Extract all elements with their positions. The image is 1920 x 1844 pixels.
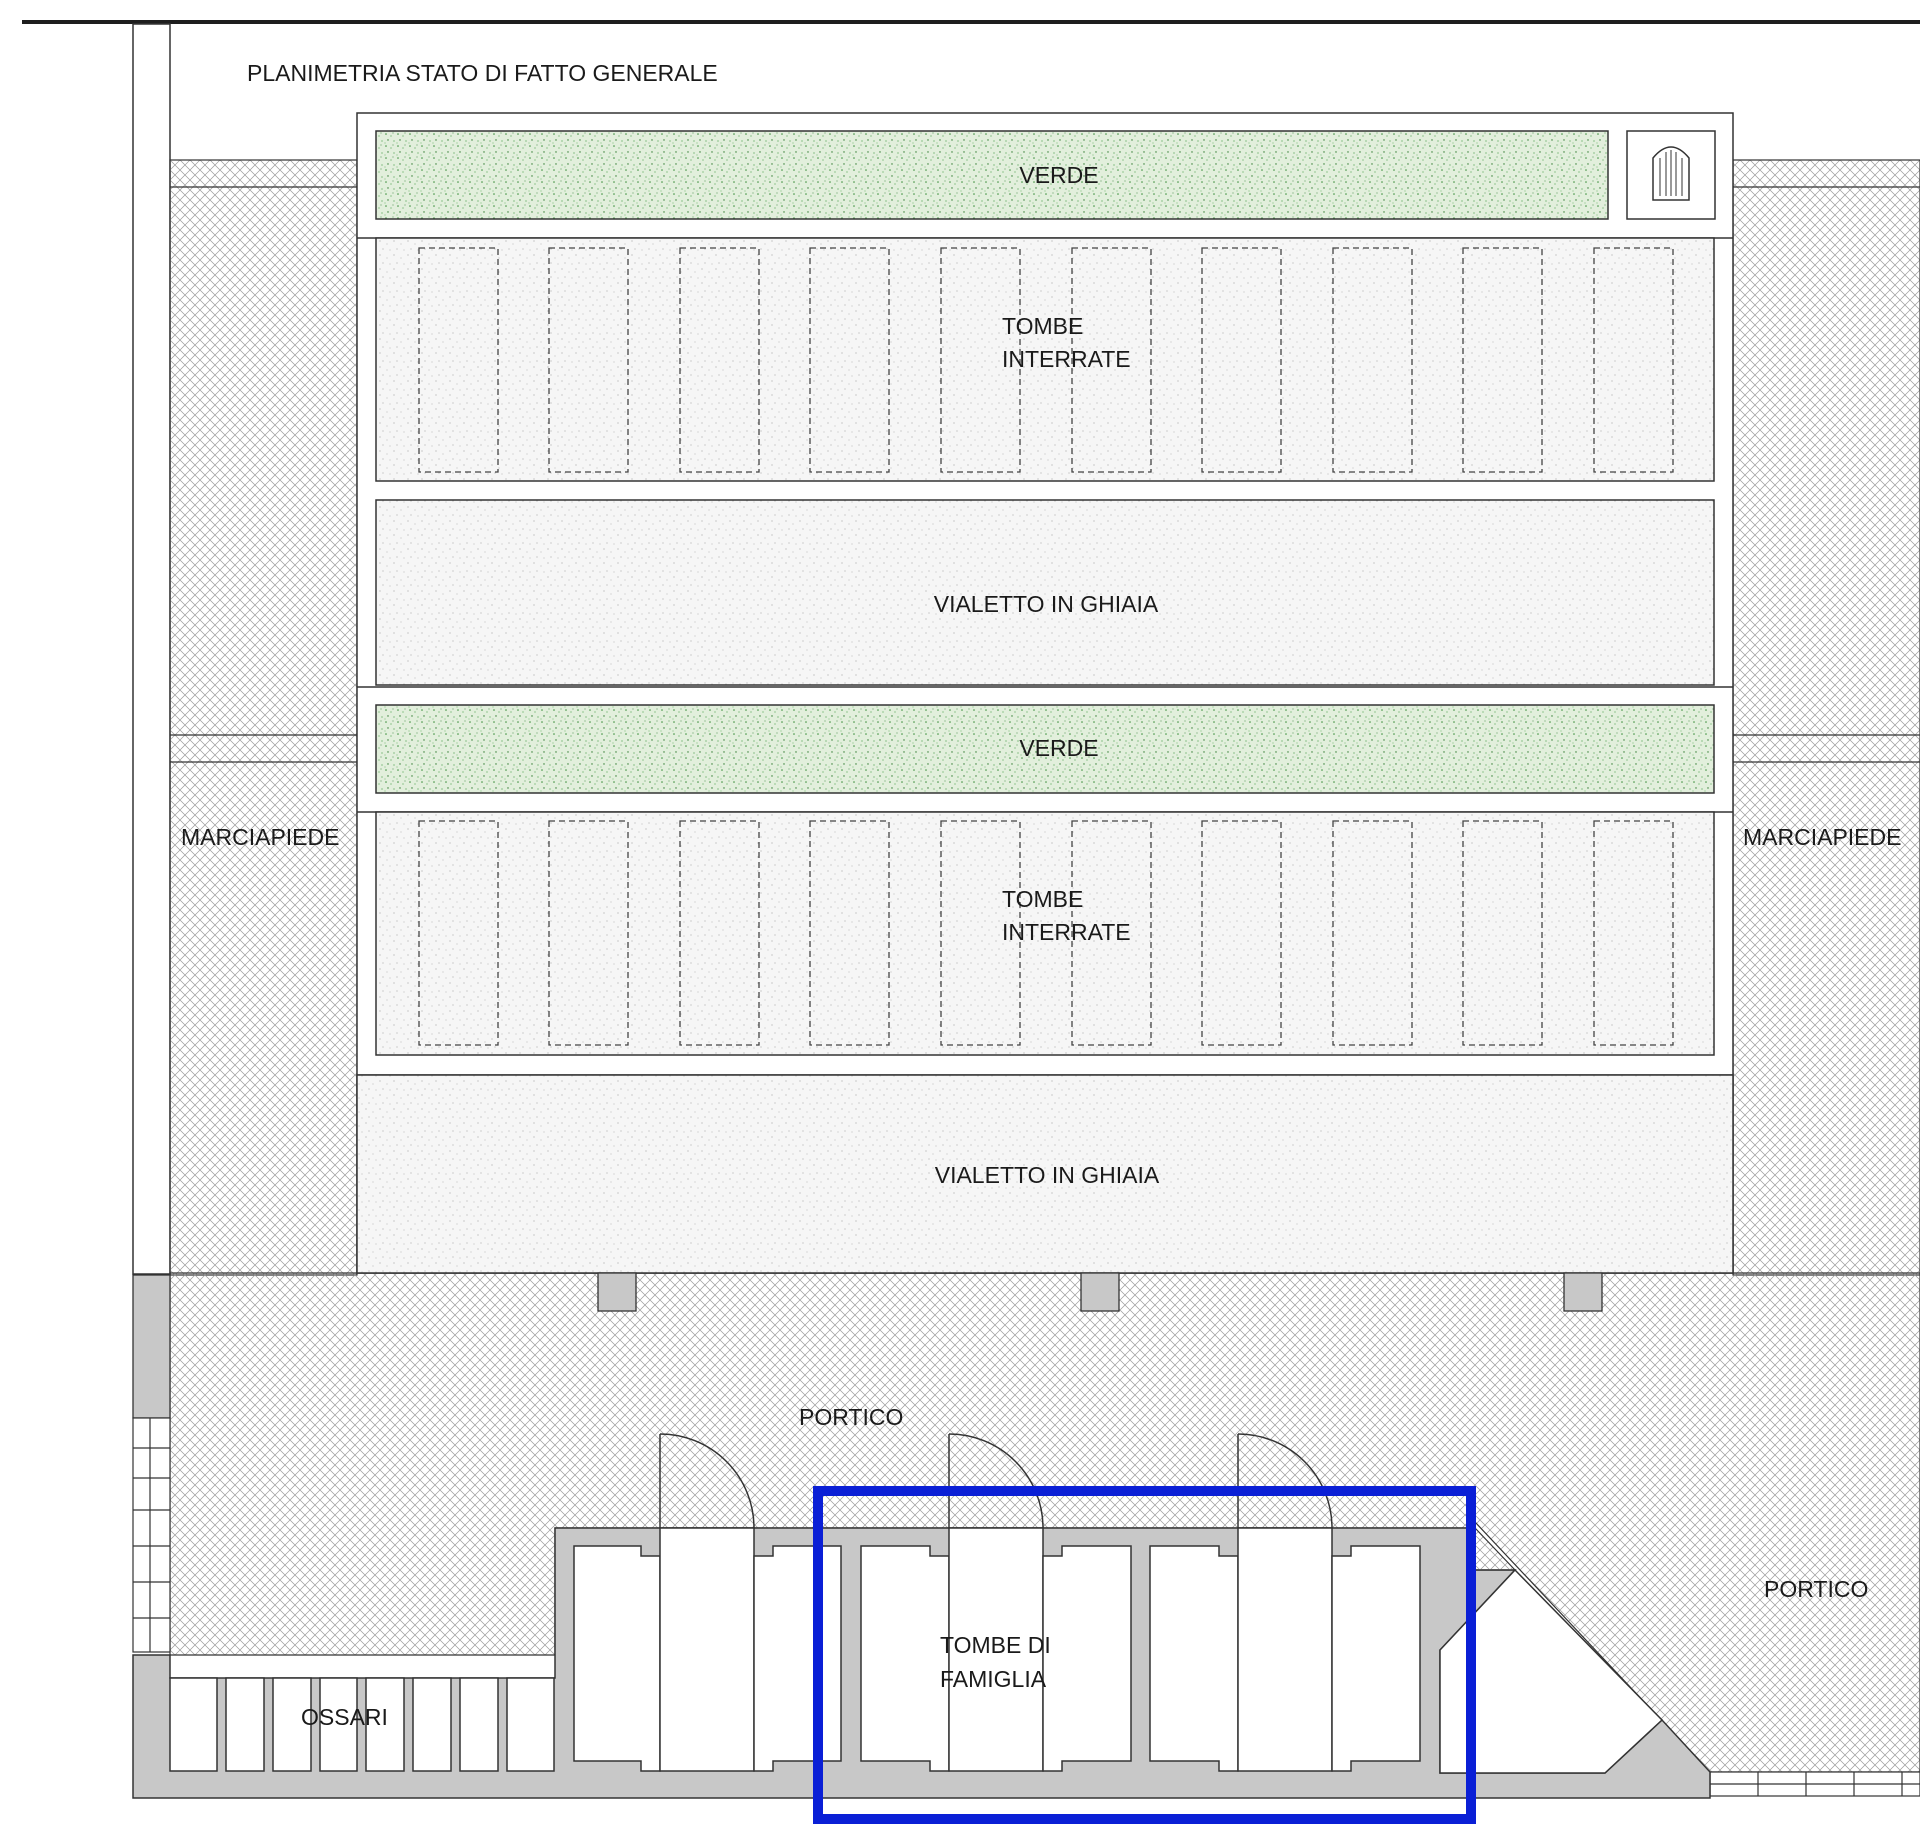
label-vialetto-bottom: VIALETTO IN GHIAIA <box>935 1162 1160 1188</box>
grave-plots-top <box>418 247 1674 473</box>
marciapiede-left-area <box>169 159 358 1276</box>
ossario-niche <box>169 1677 218 1772</box>
tomb-corridor <box>659 1527 755 1772</box>
ossario-niche <box>459 1677 499 1772</box>
pillar <box>597 1272 637 1312</box>
label-marciapiede-left: MARCIAPIEDE <box>181 824 339 850</box>
pillar <box>1080 1272 1120 1312</box>
grave-plot <box>1201 820 1282 1046</box>
grave-plots-bottom <box>418 820 1674 1046</box>
grave-plot <box>1332 820 1413 1046</box>
ossari-niches <box>169 1677 555 1772</box>
grave-plot <box>809 247 890 473</box>
tomb-cell <box>573 1545 661 1772</box>
ossario-niche <box>506 1677 555 1772</box>
verde-area-top <box>375 130 1609 220</box>
grave-plot <box>1462 820 1543 1046</box>
grave-plot <box>418 820 499 1046</box>
vialetto-area-bottom <box>356 1074 1734 1274</box>
ossario-niche <box>225 1677 265 1772</box>
family-tomb-cells <box>573 1527 1421 1772</box>
tomb-corridor <box>1237 1527 1333 1772</box>
grave-plot <box>548 247 629 473</box>
label-ossari: OSSARI <box>301 1704 388 1730</box>
label-verde-top: VERDE <box>1019 162 1098 188</box>
tombe-interrate-area-top <box>375 237 1715 482</box>
label-famiglia-2: FAMIGLIA <box>940 1666 1047 1692</box>
ossario-niche <box>365 1677 405 1772</box>
corner-entrance <box>1439 1568 1664 1774</box>
label-marciapiede-right: MARCIAPIEDE <box>1743 824 1901 850</box>
label-famiglia-1: TOMBE DI <box>940 1632 1051 1658</box>
grave-plot <box>1201 247 1282 473</box>
chapel-icon <box>1626 130 1716 220</box>
ossario-niche <box>412 1677 452 1772</box>
label-tombe-top-2: INTERRATE <box>1002 346 1131 372</box>
grave-plot <box>679 820 760 1046</box>
tomb-cell <box>753 1545 842 1772</box>
tombe-interrate-area-bottom <box>375 811 1715 1056</box>
label-tombe-bottom-2: INTERRATE <box>1002 919 1131 945</box>
gate-grille-left <box>132 1417 171 1653</box>
tomb-corridor <box>948 1527 1044 1772</box>
verde-area-middle <box>375 704 1715 794</box>
label-verde-middle: VERDE <box>1019 735 1098 761</box>
vialetto-area-top <box>375 499 1715 686</box>
highlight-rectangle <box>813 1486 1476 1824</box>
marciapiede-right-area <box>1732 159 1920 1276</box>
grave-plot <box>1071 820 1152 1046</box>
grave-plot <box>940 820 1021 1046</box>
label-tombe-top-1: TOMBE <box>1002 313 1083 339</box>
grave-plot <box>1593 820 1674 1046</box>
gate-grille-right <box>1709 1771 1920 1797</box>
label-tombe-bottom-1: TOMBE <box>1002 886 1083 912</box>
tomb-cell <box>860 1545 950 1772</box>
grave-plot <box>1462 247 1543 473</box>
tomb-cell <box>1042 1545 1132 1772</box>
grave-plot <box>1593 247 1674 473</box>
boundary-wall-segment <box>132 1274 171 1419</box>
grave-plot <box>1332 247 1413 473</box>
ossario-niche <box>319 1677 358 1772</box>
drawing-title: PLANIMETRIA STATO DI FATTO GENERALE <box>247 60 718 86</box>
label-vialetto-top: VIALETTO IN GHIAIA <box>934 591 1159 617</box>
grave-plot <box>418 247 499 473</box>
pillar <box>1563 1272 1603 1312</box>
tomb-cell <box>1331 1545 1421 1772</box>
label-portico-left: PORTICO <box>799 1404 903 1430</box>
frame-top-line <box>22 20 1920 24</box>
door-swings <box>659 1433 1333 1529</box>
grave-plot <box>809 820 890 1046</box>
boundary-wall-left <box>132 23 171 1275</box>
label-portico-right: PORTICO <box>1764 1576 1868 1602</box>
tomb-cell <box>1149 1545 1239 1772</box>
grave-plot <box>940 247 1021 473</box>
grave-plot <box>1071 247 1152 473</box>
grave-plot <box>548 820 629 1046</box>
ossario-niche <box>272 1677 312 1772</box>
grave-plot <box>679 247 760 473</box>
